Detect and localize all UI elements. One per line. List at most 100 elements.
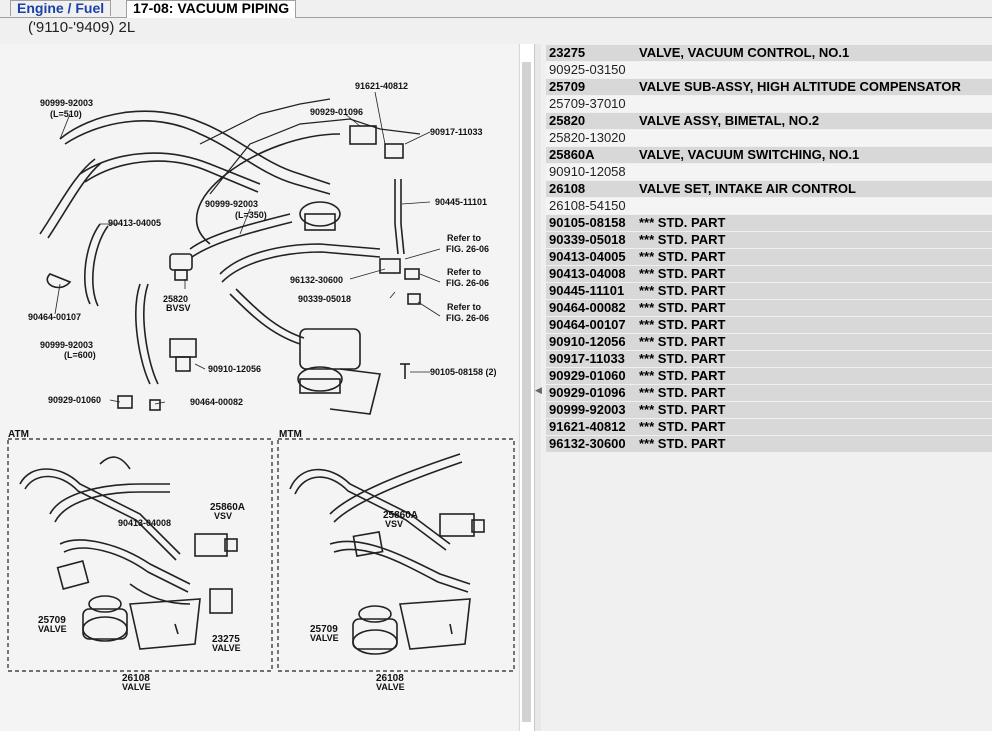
label-l600: (L=600) [64, 350, 96, 360]
part-row[interactable]: 23275 VALVE, VACUUM CONTROL, NO.1 [546, 45, 992, 61]
tab-bar: Engine / Fuel 17-08: VACUUM PIPING [0, 0, 992, 18]
part-subnumber-row[interactable]: 90925-03150 [546, 62, 992, 78]
part-row[interactable]: 90910-12056*** STD. PART [546, 334, 992, 350]
label-atm-vsv: VSV [214, 511, 232, 521]
tab-vacuum-piping[interactable]: 17-08: VACUUM PIPING [126, 0, 297, 18]
part-number: 25709-37010 [549, 96, 626, 111]
part-row[interactable]: 90413-04008 *** STD. PART [546, 266, 992, 282]
part-row[interactable]: 90445-11101*** STD. PART [546, 283, 992, 299]
part-row[interactable]: 96132-30600 *** STD. PART [546, 436, 992, 452]
label-refer-2: Refer to [447, 267, 482, 277]
label-90445-11101: 90445-11101 [435, 197, 487, 207]
part-subnumber-row[interactable]: 90910-12058 [546, 164, 992, 180]
part-row[interactable]: 26108 VALVE SET, INTAKE AIR CONTROL [546, 181, 992, 197]
label-atm-valve-23275: VALVE [212, 643, 241, 653]
label-90999-92003-a: 90999-92003 [40, 98, 93, 108]
label-l350: (L=350) [235, 210, 267, 220]
part-row[interactable]: 90105-08158*** STD. PART [546, 215, 992, 231]
collapse-arrow-icon[interactable]: ◀ [535, 385, 542, 395]
pane-splitter[interactable]: ◀ [534, 44, 542, 731]
part-row[interactable]: 90339-05018*** STD. PART [546, 232, 992, 248]
part-number: 90910-12056 [549, 334, 626, 349]
part-subnumber-row[interactable]: 25820-13020 [546, 130, 992, 146]
part-number: 90464-00107 [549, 317, 626, 332]
part-number: 26108-54150 [549, 198, 626, 213]
part-row[interactable]: 90464-00082*** STD. PART [546, 300, 992, 316]
part-description: *** STD. PART [639, 249, 726, 264]
label-refer-1: Refer to [447, 233, 482, 243]
label-90464-00107: 90464-00107 [28, 312, 81, 322]
label-l510: (L=510) [50, 109, 82, 119]
part-row[interactable]: 90929-01096*** STD. PART [546, 385, 992, 401]
part-subnumber-row[interactable]: 25709-37010 [546, 96, 992, 112]
part-number: 23275 [549, 45, 586, 60]
part-number: 90910-12058 [549, 164, 626, 179]
label-fig-1: FIG. 26-06 [446, 244, 489, 254]
label-fig-3: FIG. 26-06 [446, 313, 489, 323]
part-description: *** STD. PART [639, 436, 726, 451]
label-mtm-valve-25709: VALVE [310, 633, 339, 643]
part-description: *** STD. PART [639, 385, 726, 400]
label-refer-3: Refer to [447, 302, 482, 312]
parts-diagram: 90999-92003 (L=510) 91621-40812 90929-01… [0, 44, 518, 731]
part-number: 26108 [549, 181, 586, 196]
part-description: *** STD. PART [639, 368, 726, 383]
part-row[interactable]: 91621-40812*** STD. PART [546, 419, 992, 435]
diagram-scrollbar[interactable] [519, 44, 534, 731]
label-atm-90413-04008: 90413-04008 [118, 518, 171, 528]
part-number: 90929-01060 [549, 368, 626, 383]
part-description: *** STD. PART [639, 402, 726, 417]
tab-engine-fuel[interactable]: Engine / Fuel [10, 0, 112, 16]
part-description: *** STD. PART [639, 351, 726, 366]
part-number: 90413-04008 [549, 266, 626, 281]
part-number: 25820-13020 [549, 130, 626, 145]
label-atm: ATM [8, 429, 29, 440]
scroll-thumb[interactable] [522, 62, 531, 722]
part-description: *** STD. PART [639, 300, 726, 315]
part-subnumber-row[interactable]: 26108-54150 [546, 198, 992, 214]
mtm-box [277, 438, 515, 672]
vacuum-piping-illustration: 90999-92003 (L=510) 91621-40812 90929-01… [7, 81, 515, 692]
part-number: 90413-04005 [549, 249, 626, 264]
part-number: 90339-05018 [549, 232, 626, 247]
part-row[interactable]: 90999-92003*** STD. PART [546, 402, 992, 418]
label-atm-25860a: 25860A [210, 502, 245, 513]
part-row[interactable]: 90929-01060 *** STD. PART [546, 368, 992, 384]
label-90105-08158: 90105-08158 (2) [430, 367, 497, 377]
part-number: 90105-08158 [549, 215, 626, 230]
label-90413-04005: 90413-04005 [108, 218, 161, 228]
part-description: VALVE, VACUUM SWITCHING, NO.1 [639, 147, 860, 162]
label-mtm: MTM [279, 429, 302, 440]
label-atm-valve-25709: VALVE [38, 624, 67, 634]
label-91621-40812: 91621-40812 [355, 81, 408, 91]
label-atm-25709: 25709 [38, 615, 66, 626]
label-96132-30600: 96132-30600 [290, 275, 343, 285]
part-row[interactable]: 90917-11033*** STD. PART [546, 351, 992, 367]
part-number: 90925-03150 [549, 62, 626, 77]
label-90917-11033: 90917-11033 [430, 127, 483, 137]
part-description: VALVE SET, INTAKE AIR CONTROL [639, 181, 856, 196]
label-90910-12056: 90910-12056 [208, 364, 261, 374]
part-description: *** STD. PART [639, 419, 726, 434]
label-mtm-25709: 25709 [310, 624, 338, 635]
label-mtm-25860a: 25860A [383, 510, 418, 521]
part-number: 25820 [549, 113, 586, 128]
part-row[interactable]: 90413-04005 *** STD. PART [546, 249, 992, 265]
part-number: 90445-11101 [549, 283, 625, 298]
label-90999-92003-b: 90999-92003 [205, 199, 258, 209]
atm-box [7, 438, 273, 672]
label-90999-92003-c: 90999-92003 [40, 340, 93, 350]
part-description: VALVE, VACUUM CONTROL, NO.1 [639, 45, 850, 60]
part-number: 96132-30600 [549, 436, 626, 451]
part-row[interactable]: 90464-00107*** STD. PART [546, 317, 992, 333]
label-90929-01096: 90929-01096 [310, 107, 363, 117]
model-range: ('9110-'9409) 2L [28, 19, 136, 36]
part-number: 25709 [549, 79, 586, 94]
label-atm-valve-26108: VALVE [122, 682, 151, 692]
label-90339-05018: 90339-05018 [298, 294, 351, 304]
label-90464-00082: 90464-00082 [190, 397, 243, 407]
part-description: *** STD. PART [639, 266, 726, 281]
